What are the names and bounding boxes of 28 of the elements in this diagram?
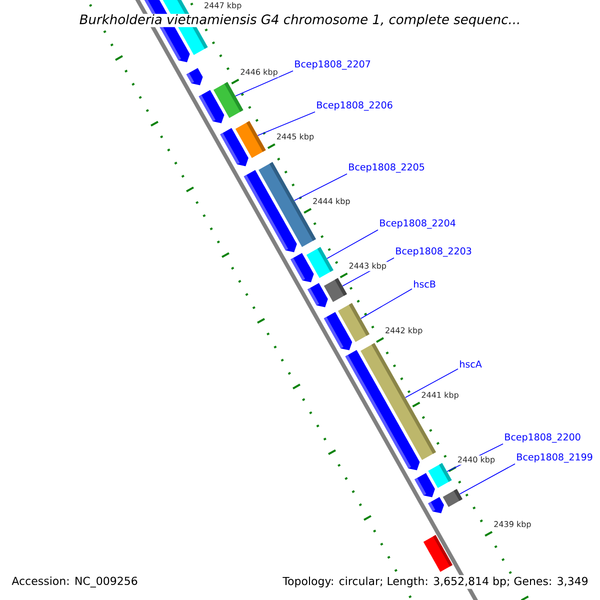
gene-bar — [235, 121, 266, 158]
gene-label: Bcep1808_2206 — [317, 101, 392, 111]
gene-label: Bcep1808_2200 — [505, 433, 580, 443]
gene-bar — [213, 82, 244, 118]
gene-bar — [428, 463, 452, 488]
gene-label: Bcep1808_2203 — [396, 247, 472, 257]
scale-label: 2446 kbp — [239, 68, 279, 78]
scale-label: 2439 kbp — [492, 520, 532, 530]
scale-label: 2444 kbp — [312, 197, 352, 206]
gene-label: Bcep1808_2205 — [349, 163, 424, 173]
gene-label: Bcep1808_2207 — [295, 60, 370, 70]
gene-bar — [442, 489, 462, 507]
scale-label: 2440 kbp — [456, 456, 496, 465]
info-text: Accession: NC_009256 — [10, 575, 140, 589]
scale-label: 2442 kbp — [384, 326, 424, 336]
info-text: Topology: circular; Length: 3,652,814 bp; Genes: 3,349 — [281, 575, 590, 589]
scale-label: 2447 kbp — [203, 1, 242, 11]
gene-label: hscA — [460, 360, 482, 368]
gene-label: hscB — [414, 280, 436, 288]
gene-label: Bcep1808_2199 — [517, 453, 592, 463]
gene-bar — [306, 247, 334, 278]
gene-bar — [324, 278, 347, 302]
title: Burkholderia vietnamiensis G4 chromosome 1, complete sequenc... — [79, 14, 521, 28]
scale-label: 2441 kbp — [420, 390, 460, 400]
scale-label: 2443 kbp — [348, 262, 388, 272]
gene-label: Bcep1808_2204 — [380, 219, 456, 229]
gene-bar — [338, 303, 370, 342]
scale-label: 2445 kbp — [276, 132, 315, 142]
